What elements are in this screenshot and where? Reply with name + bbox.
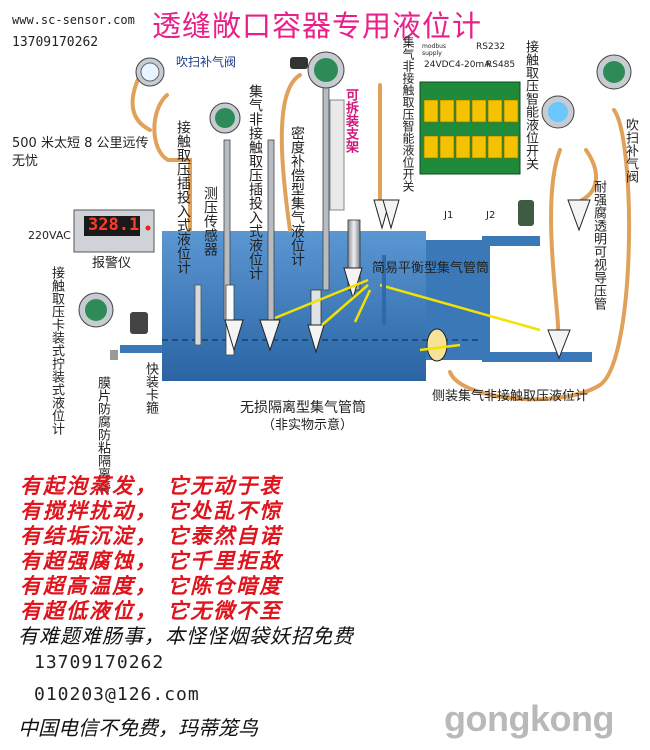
cone-icon [224, 199, 591, 362]
footer-line: 有难题难肠事，本怪怪烟袋妖招免费 [18, 624, 354, 648]
card-gauge-label: 接触取压卡装式拧装式液位计 [49, 266, 64, 435]
contact-probe-label: 接触取压插投入式液位计 [175, 120, 191, 274]
display-unit-icon [73, 209, 155, 253]
slogan-5: 有超高温度， 它陈仓暗度 [20, 573, 283, 598]
page-title: 透缝敞口容器专用液位计 [152, 9, 483, 43]
gas-switch-label: 集气非接触取压智能液位开关 [401, 36, 415, 192]
simple-tube-label: 简易平衡型集气管筒 [372, 261, 490, 276]
terminal-board [419, 81, 521, 175]
footer-phone: 13709170262 [34, 652, 165, 673]
terminal-rs232: RS232 [476, 42, 506, 52]
pressure-tube-icon [130, 73, 632, 402]
terminal-rs485: RS485 [486, 60, 516, 70]
terminal-24v: 24VDC [424, 60, 455, 70]
slogan-6: 有超低液位， 它无微不至 [20, 598, 283, 623]
blow-label-right: 吹扫补气阀 [623, 118, 638, 183]
tube-leg [382, 255, 386, 325]
terminal-modbus: modbus supply [422, 43, 447, 57]
slogan-4: 有超强腐蚀， 它千里拒敌 [20, 548, 283, 573]
display-value: 328.1 [88, 215, 140, 235]
website[interactable]: www.sc-sensor.com [12, 13, 135, 27]
lossless-note: （非实物示意） [262, 418, 354, 433]
gauge-icon [78, 51, 632, 334]
lossless-tube-label: 无损隔离型集气管筒 [240, 400, 366, 416]
footer-email[interactable]: 010203@126.com [34, 684, 200, 705]
terminal-j1: J1 [444, 210, 454, 221]
membrane-label: 膜片防腐防粘隔离膏 [95, 376, 110, 493]
corrosion-tube-label: 耐强腐透明可视导压管 [591, 180, 606, 310]
quick-clamp-label: 快装卡箍 [143, 362, 158, 414]
slogan-3: 有结垢沉淀， 它泰然自诺 [20, 523, 283, 548]
pressure-sensor-label: 测压传感器 [202, 186, 218, 256]
blow-label-top: 吹扫补气阀 [176, 55, 237, 69]
density-probe-label: 密度补偿型集气液位计 [289, 126, 305, 266]
bracket [329, 99, 345, 211]
phone: 13709170262 [12, 35, 99, 50]
detachable-label: 可拆装支架 [343, 88, 358, 153]
power-label: 220VAC [28, 229, 71, 242]
gas-probe-label: 集气非接触取压插投入式液位计 [247, 84, 263, 280]
watermark: gongkong [444, 698, 614, 739]
arrows [274, 278, 541, 352]
terminal-j2: J2 [486, 210, 496, 221]
distance-note: 500 米太短 8 公里远传无忧 [12, 136, 149, 169]
contact-switch-label: 接触取压智能液位开关 [523, 40, 538, 170]
slogan-2: 有搅拌扰动， 它处乱不惊 [20, 498, 283, 523]
footer-line-4: 中国电信不免费，玛蒂笼鸟 [18, 716, 258, 740]
alarm-label: 报警仪 [92, 256, 132, 271]
level-gauge-diagram [73, 51, 632, 402]
terminal-4-20: 4-20mA [455, 60, 491, 70]
side-gauge-label: 侧装集气非接触取压液位计 [432, 389, 589, 404]
slogan-1: 有起泡蒸发， 它无动于衷 [20, 473, 283, 498]
